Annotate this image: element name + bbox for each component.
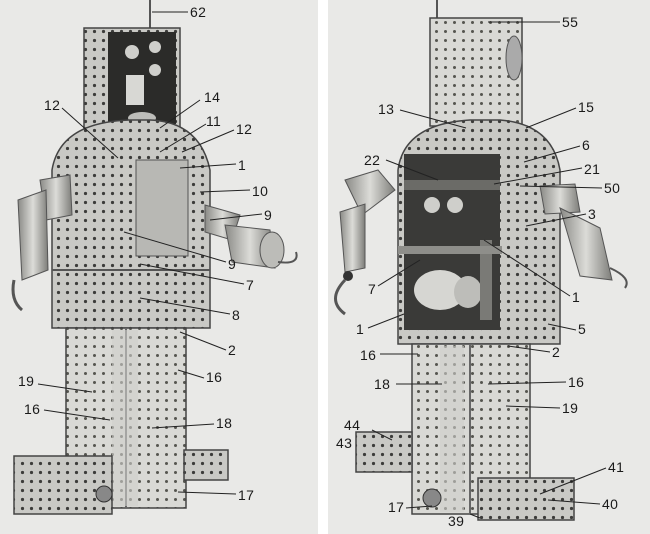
callout: 10 <box>252 183 269 199</box>
callout: 13 <box>378 101 395 117</box>
callout: 40 <box>602 496 619 512</box>
callout: 15 <box>578 99 595 115</box>
callout: 18 <box>374 376 391 392</box>
right-robot <box>334 0 628 521</box>
callout: 11 <box>206 113 222 129</box>
callout: 16 <box>24 401 41 417</box>
callout: 2 <box>552 344 561 360</box>
callout: 55 <box>562 14 579 30</box>
callout: 17 <box>238 487 255 503</box>
callout: 5 <box>578 321 587 337</box>
callout: 16 <box>568 374 585 390</box>
left-foot <box>13 455 113 515</box>
callout: 19 <box>18 373 35 389</box>
callout: 16 <box>206 369 223 385</box>
callout: 44 <box>344 417 361 433</box>
callout: 21 <box>584 161 601 177</box>
callout: 6 <box>582 137 591 153</box>
callout: 14 <box>204 89 221 105</box>
callout: 2 <box>228 342 237 358</box>
callout: 62 <box>190 4 207 20</box>
right-foot <box>477 477 575 521</box>
callout: 1 <box>238 157 247 173</box>
callout: 9 <box>264 207 273 223</box>
callout: 8 <box>232 307 241 323</box>
leader-lines <box>37 11 607 519</box>
callout: 16 <box>360 347 377 363</box>
callout: 41 <box>608 459 625 475</box>
right-head <box>429 17 523 127</box>
callout: 17 <box>388 499 405 515</box>
callout: 7 <box>368 281 377 297</box>
callout: 1 <box>356 321 365 337</box>
callout: 9 <box>228 256 237 272</box>
left-robot <box>11 0 298 515</box>
callout: 18 <box>216 415 233 431</box>
callout: 39 <box>448 513 465 529</box>
left-chest-window <box>135 159 189 257</box>
callout: 19 <box>562 400 579 416</box>
callout: 1 <box>572 289 581 305</box>
callout: 7 <box>246 277 255 293</box>
callout: 12 <box>44 97 61 113</box>
callout: 50 <box>604 180 621 196</box>
callout: 3 <box>588 206 597 222</box>
callout: 22 <box>364 152 381 168</box>
callout: 43 <box>336 435 353 451</box>
callout: 12 <box>236 121 253 137</box>
panel-divider <box>318 0 328 534</box>
